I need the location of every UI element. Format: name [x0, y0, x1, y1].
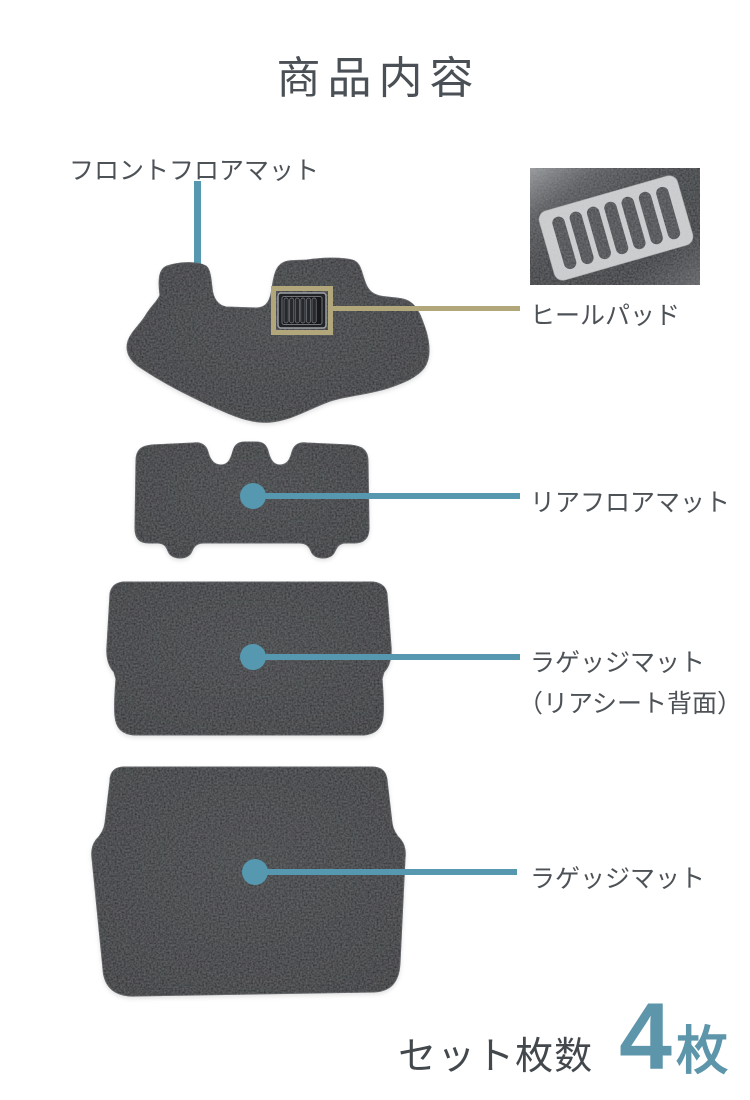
- page-title: 商品内容: [276, 54, 481, 103]
- front-floor-mat-image: [126, 257, 430, 423]
- heel-pad-photo: [530, 168, 700, 285]
- front-floor-mat-callout-line: [194, 181, 201, 321]
- luggage-mat-rear-seat-callout-line: [253, 654, 520, 660]
- rear-floor-mat-label: リアフロアマット: [530, 489, 731, 517]
- heel-pad-on-mat: [277, 292, 327, 329]
- heel-pad-callout-line: [333, 306, 520, 311]
- heel-pad-label: ヒールパッド: [530, 302, 681, 330]
- luggage-mat-rear-seat-label-line1: ラゲッジマット: [530, 649, 706, 677]
- set-count-number: 4: [619, 984, 672, 1090]
- luggage-mat-callout-line: [255, 869, 517, 875]
- luggage-mat-rear-seat-label-line2: （リアシート背面）: [518, 690, 743, 718]
- rear-floor-mat-callout-line: [253, 493, 520, 499]
- set-count-unit: 枚: [675, 1023, 728, 1081]
- heel-pad-highlight-box: [271, 286, 333, 335]
- front-floor-mat-label: フロントフロアマット: [69, 157, 320, 185]
- set-count-label: セット枚数: [398, 1036, 594, 1078]
- luggage-mat-label: ラゲッジマット: [530, 865, 706, 893]
- luggage-mat-rear-seat-label: ラゲッジマット （リアシート背面）: [518, 643, 742, 720]
- luggage-mat-image: [91, 766, 406, 997]
- set-count: セット枚数 4 枚: [398, 984, 728, 1090]
